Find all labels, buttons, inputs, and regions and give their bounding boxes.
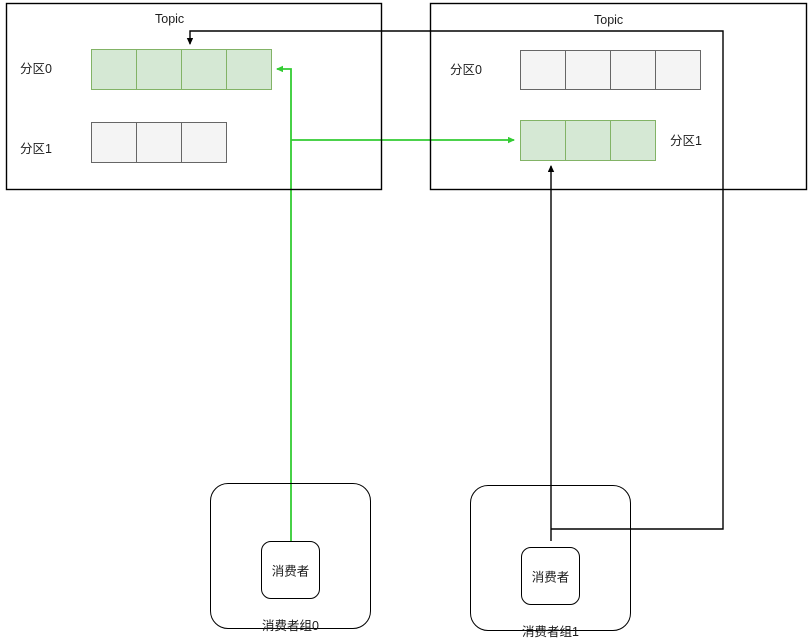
partition-cell	[181, 49, 227, 90]
right-topic-box	[429, 2, 808, 191]
left-partition-0-label: 分区0	[20, 62, 52, 76]
partition-cell	[610, 120, 656, 161]
partition-cell	[226, 49, 272, 90]
right-partition-1-label: 分区1	[670, 134, 702, 148]
partition-cell	[565, 50, 611, 90]
right-partition-0-cells	[520, 50, 701, 90]
left-topic-box	[5, 2, 383, 191]
partition-cell	[520, 120, 566, 161]
partition-cell	[655, 50, 701, 90]
consumer-1-label: 消费者	[531, 570, 570, 585]
partition-cell	[520, 50, 566, 90]
partition-cell	[181, 122, 227, 163]
right-topic-title: Topic	[594, 13, 624, 27]
consumer-group-0-label: 消费者组0	[262, 619, 319, 633]
consumer-1-box: 消费者	[521, 547, 580, 605]
consumer-group-1-box	[470, 485, 631, 631]
partition-cell	[91, 122, 137, 163]
consumer-0-box: 消费者	[261, 541, 320, 599]
consumer-group-0-box	[210, 483, 371, 629]
right-partition-1-cells	[520, 120, 656, 161]
partition-cell	[136, 122, 182, 163]
consumer-0-label: 消费者	[271, 564, 310, 579]
partition-cell	[610, 50, 656, 90]
partition-cell	[136, 49, 182, 90]
consumer-group-1-label: 消费者组1	[522, 625, 579, 639]
connector-group1-to-left-p0	[186, 30, 724, 530]
left-topic-title: Topic	[155, 12, 185, 26]
partition-cell	[91, 49, 137, 90]
partition-cell	[565, 120, 611, 161]
left-partition-0-cells	[91, 49, 272, 90]
left-partition-1-cells	[91, 122, 227, 163]
left-partition-1-label: 分区1	[20, 142, 52, 156]
right-partition-0-label: 分区0	[450, 63, 482, 77]
connector-group0-to-left-p0	[276, 65, 292, 541]
